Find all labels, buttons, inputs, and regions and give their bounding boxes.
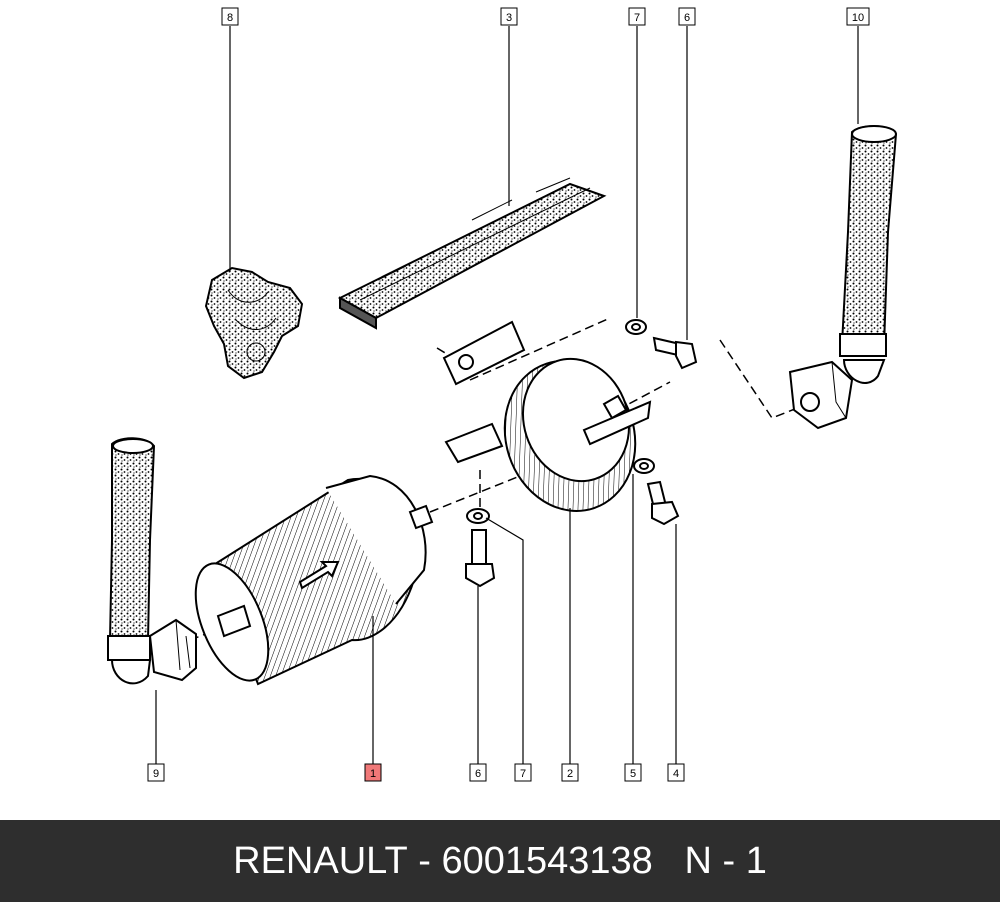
part-10-hose-connector	[788, 125, 898, 430]
svg-text:7: 7	[634, 12, 640, 24]
svg-text:9: 9	[153, 768, 159, 780]
leader-lines	[155, 26, 859, 764]
svg-text:6: 6	[684, 12, 690, 24]
part-7-washer-bottom	[466, 508, 490, 524]
part-2-clamp	[442, 320, 652, 512]
footer-separator: -	[407, 839, 442, 882]
svg-text:10: 10	[852, 12, 864, 24]
part-5-washer	[633, 458, 655, 474]
part-suffix: N - 1	[684, 839, 767, 882]
svg-text:7: 7	[520, 768, 526, 780]
part-3-rail	[337, 177, 607, 330]
part-8-clip	[204, 266, 304, 380]
part-9-hose-connector	[107, 437, 197, 685]
part-4-bolt	[646, 480, 680, 526]
svg-text:8: 8	[227, 12, 233, 24]
callout-7-bottom: 7	[514, 763, 532, 782]
footer-gap	[653, 840, 685, 883]
part-number: 6001543138	[441, 839, 653, 882]
callout-4: 4	[667, 763, 685, 782]
callout-3: 3	[500, 7, 518, 26]
svg-text:2: 2	[567, 768, 573, 780]
part-6-bolt-top	[652, 336, 698, 370]
callout-8: 8	[221, 7, 239, 26]
svg-text:3: 3	[506, 12, 512, 24]
brand-name: RENAULT	[233, 839, 408, 882]
part-1-fuel-filter	[194, 474, 434, 686]
callout-9: 9	[147, 763, 165, 782]
part-6-bolt-bottom	[465, 529, 496, 588]
svg-text:5: 5	[630, 768, 636, 780]
callout-7-top: 7	[628, 7, 646, 26]
part-7-washer-top	[625, 319, 647, 335]
part-number-footer: RENAULT - 6001543138 N - 1	[0, 820, 1000, 902]
callout-6-top: 6	[678, 7, 696, 26]
exploded-parts-diagram: 8 3 7 6 10 9 1 6 7 2 5 4	[107, 7, 898, 782]
callout-2: 2	[561, 763, 579, 782]
callout-6-bottom: 6	[469, 763, 487, 782]
svg-text:4: 4	[673, 768, 679, 780]
svg-text:1: 1	[370, 768, 376, 780]
callout-10: 10	[846, 7, 870, 26]
callout-1-highlighted: 1	[364, 763, 382, 782]
callout-5: 5	[624, 763, 642, 782]
svg-text:6: 6	[475, 768, 481, 780]
